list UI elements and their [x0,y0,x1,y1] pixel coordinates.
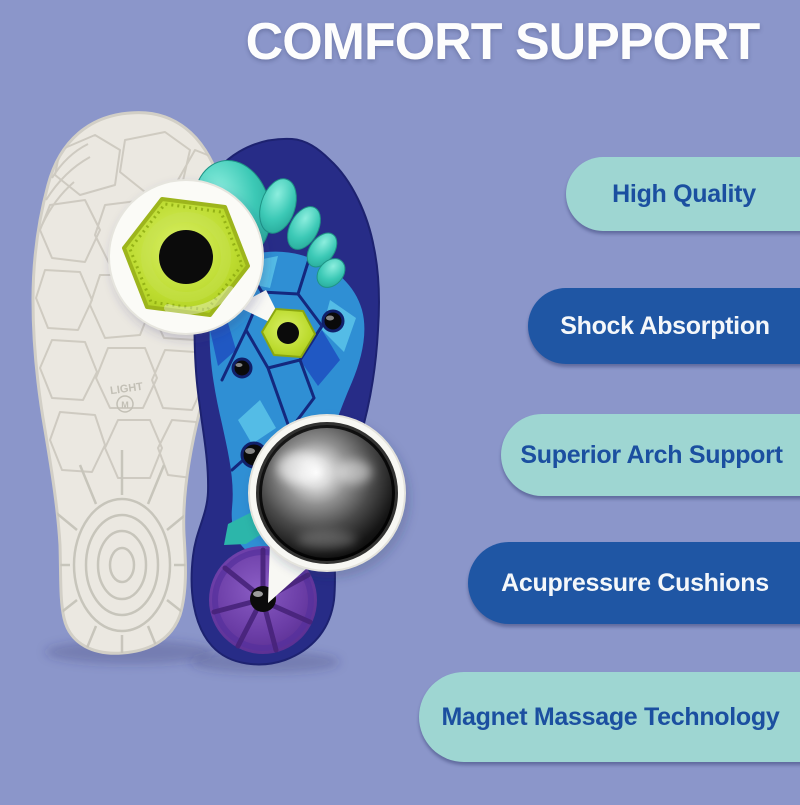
feature-label: Acupressure Cushions [501,568,769,597]
feature-pill-superior-arch-support: Superior Arch Support [501,414,800,496]
feature-label: Superior Arch Support [520,440,783,469]
embossed-size-badge: M [121,400,129,410]
feature-pill-high-quality: High Quality [566,157,800,231]
feature-pill-magnet-massage-technology: Magnet Massage Technology [419,672,800,762]
lime-magnet-on-insole [261,308,316,358]
feature-label: Magnet Massage Technology [441,702,780,731]
lime-magnet-core [159,230,213,284]
feature-label: Shock Absorption [560,311,770,340]
embossed-marking: LIGHT M [109,381,144,413]
feature-label: High Quality [612,179,756,208]
magnet-knobs [231,309,345,469]
feature-pill-acupressure-cushions: Acupressure Cushions [468,542,800,624]
page-title: COMFORT SUPPORT [245,13,761,71]
magnet-closeup-callout [108,179,286,340]
feature-pill-shock-absorption: Shock Absorption [528,288,800,364]
embossed-marking-text: LIGHT [109,381,144,398]
steel-ball-closeup-callout [248,414,410,603]
